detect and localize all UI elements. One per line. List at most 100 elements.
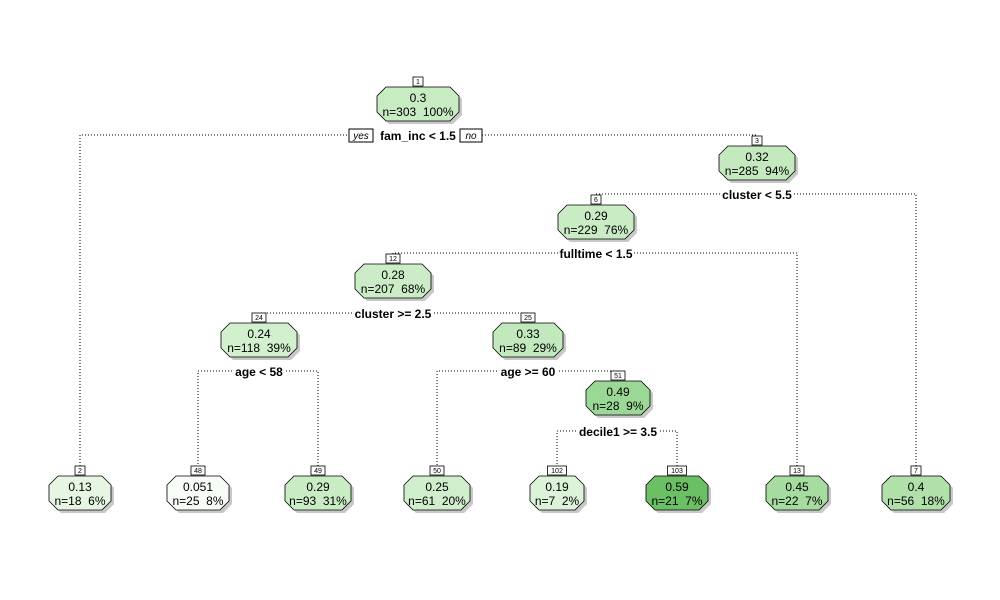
node-value: 0.4: [908, 480, 925, 494]
node-id-box: [412, 76, 424, 87]
node-id-box: [520, 312, 536, 323]
split-label-n24: age < 58: [235, 365, 283, 379]
edge-6-13: [634, 252, 798, 467]
node-box: [718, 145, 796, 181]
node-id: 51: [614, 373, 622, 380]
node-id-box: [610, 370, 626, 381]
node-stats: n=61 20%: [408, 494, 466, 508]
node-stats: n=25 8%: [172, 494, 223, 508]
node-value: 0.13: [68, 480, 92, 494]
node-stats: n=303 100%: [382, 105, 453, 119]
tree-node-3: 30.32n=285 94%: [718, 135, 798, 183]
node-value: 0.32: [745, 150, 769, 164]
node-stats: n=18 6%: [54, 494, 105, 508]
split-label-root: fam_inc < 1.5: [380, 129, 456, 143]
node-stats: n=56 18%: [887, 494, 945, 508]
node-box: [48, 475, 112, 511]
node-box: [220, 322, 298, 358]
edge-6-12: [392, 252, 558, 262]
node-value: 0.45: [785, 480, 809, 494]
no-label-text: no: [465, 131, 477, 142]
tree-node-51: 51 0.49n=28 9%: [585, 370, 653, 418]
tree-nodes: 10.3n=303 100%30.32n=285 94%60.29n=229 7…: [48, 76, 953, 513]
node-id: 103: [671, 468, 683, 475]
node-box: [881, 475, 951, 511]
node-id: 12: [389, 256, 397, 263]
node-stats: n=21 7%: [651, 494, 702, 508]
node-id: 13: [793, 468, 801, 475]
node-box: [765, 475, 829, 511]
split-label-n12: cluster >= 2.5: [355, 307, 432, 321]
node-stats: n=22 7%: [771, 494, 822, 508]
node-value: 0.24: [247, 327, 271, 341]
node-id: 48: [194, 468, 202, 475]
edge-24-49: [286, 370, 319, 467]
edge-51-103: [660, 430, 678, 467]
tree-node-25: 25 0.33n=89 29%: [492, 312, 566, 360]
edge-25-50: [436, 370, 497, 467]
tree-node-13: 13 0.45n=22 7%: [765, 465, 831, 513]
node-value: 0.3: [410, 91, 427, 105]
node-stats: n=7 2%: [535, 494, 580, 508]
edge-1-2: [79, 134, 350, 467]
tree-node-49: 490.29n=93 31%: [284, 465, 354, 513]
node-id: 24: [255, 315, 263, 322]
node-id-box: [429, 465, 445, 476]
node-id-box: [910, 465, 922, 476]
edge-25-51: [559, 370, 618, 378]
node-box: [166, 475, 230, 511]
split-labels: yes fam_inc < 1.5 no cluster < 5.5 fullt…: [235, 128, 792, 439]
node-id-box: [74, 465, 86, 476]
node-stats: n=93 31%: [289, 494, 347, 508]
node-box: [529, 475, 585, 511]
node-box: [645, 475, 709, 511]
edge-12-24: [258, 312, 352, 320]
node-box: [585, 380, 651, 416]
node-value: 0.33: [516, 327, 540, 341]
split-label-n3: cluster < 5.5: [722, 188, 792, 202]
split-label-n6: fulltime < 1.5: [559, 247, 632, 261]
tree-edges: [79, 134, 917, 467]
node-box: [403, 475, 471, 511]
tree-node-50: 500.25n=61 20%: [403, 465, 473, 513]
node-value: 0.29: [584, 209, 608, 223]
node-box: [376, 86, 460, 122]
edge-51-102: [556, 430, 576, 467]
node-value: 0.59: [665, 480, 689, 494]
tree-node-24: 24 0.24n=118 39%: [220, 312, 300, 360]
node-box: [492, 322, 564, 358]
node-box: [557, 204, 635, 240]
node-id: 25: [524, 315, 532, 322]
node-id: 50: [433, 468, 441, 475]
edge-12-25: [434, 312, 529, 320]
node-id-box: [190, 465, 206, 476]
tree-node-103: 103 0.59n=21 7%: [645, 465, 711, 513]
tree-node-1: 1 0.3n=303 100%: [376, 76, 462, 124]
node-id: 7: [914, 468, 918, 475]
node-value: 0.29: [306, 480, 330, 494]
node-id-box: [310, 465, 326, 476]
node-id-box: [547, 465, 567, 476]
tree-node-2: 20.13n=18 6%: [48, 465, 114, 513]
node-stats: n=118 39%: [227, 341, 291, 355]
node-box: [354, 263, 432, 299]
node-value: 0.49: [606, 385, 630, 399]
node-stats: n=28 9%: [592, 399, 643, 413]
node-stats: n=229 76%: [564, 223, 629, 237]
node-box: [284, 475, 352, 511]
no-label: no: [459, 128, 483, 143]
tree-node-7: 7 0.4n=56 18%: [881, 465, 953, 513]
node-stats: n=89 29%: [499, 341, 557, 355]
node-value: 0.19: [545, 480, 569, 494]
node-id: 1: [416, 79, 420, 86]
edge-3-6: [595, 193, 720, 203]
node-id: 3: [755, 138, 759, 145]
node-id-box: [251, 312, 267, 323]
edge-3-7: [794, 193, 917, 467]
tree-node-6: 60.29n=229 76%: [557, 194, 637, 242]
node-value: 0.28: [381, 268, 405, 282]
